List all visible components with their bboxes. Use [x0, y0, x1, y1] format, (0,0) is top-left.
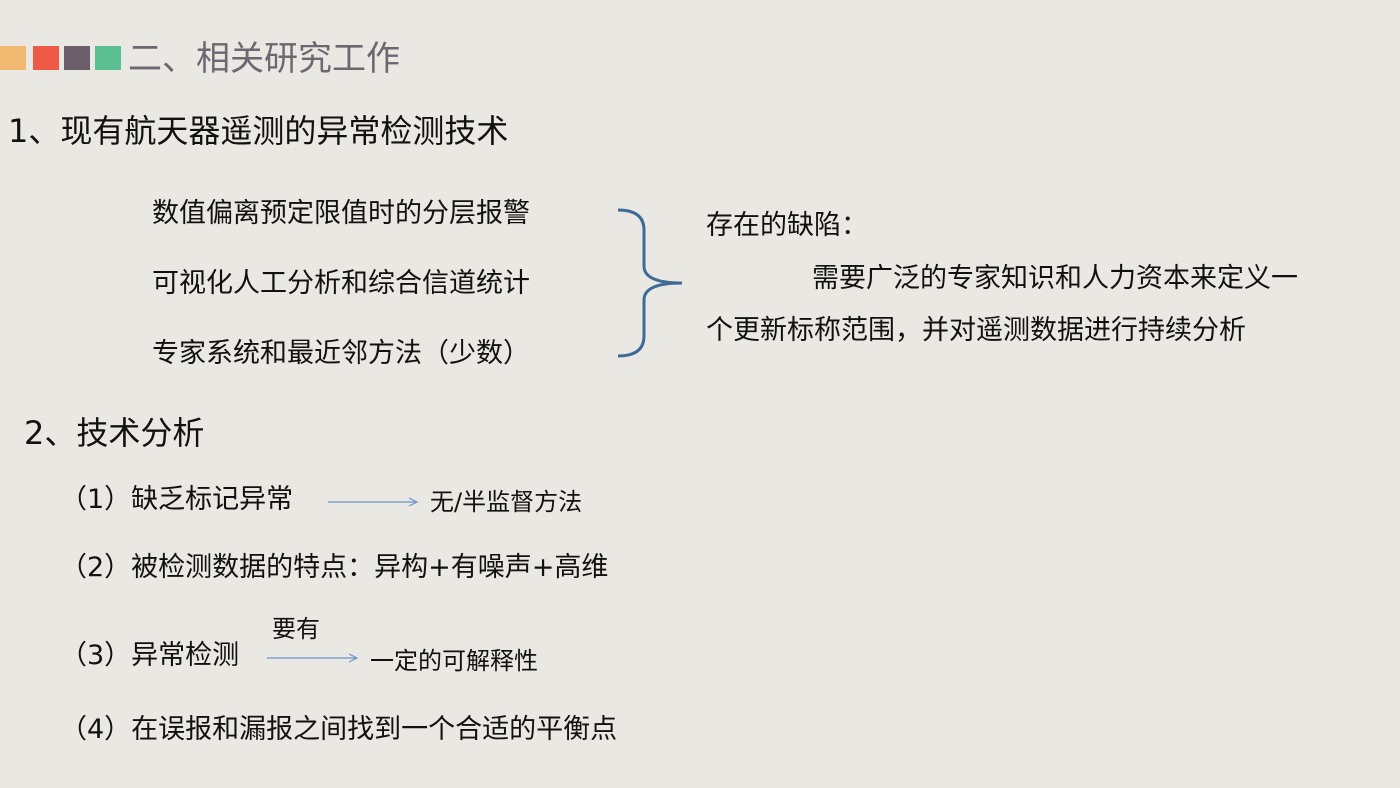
- right-brace-icon: [617, 208, 683, 358]
- analysis-point-3-arrow-label: 要有: [272, 615, 320, 643]
- analysis-point-1-result: 无/半监督方法: [430, 488, 583, 516]
- section1-heading: 1、现有航天器遥测的异常检测技术: [8, 112, 509, 150]
- method-item-2: 可视化人工分析和综合信道统计: [152, 268, 530, 299]
- defect-line-2: 个更新标称范围，并对遥测数据进行持续分析: [706, 315, 1246, 346]
- analysis-point-3: （3）异常检测: [60, 640, 240, 671]
- header-square-green: [95, 46, 121, 70]
- defect-line-1: 需要广泛的专家知识和人力资本来定义一: [812, 263, 1298, 294]
- section2-heading: 2、技术分析: [24, 414, 205, 452]
- header-square-purple: [64, 46, 90, 70]
- defect-label: 存在的缺陷：: [706, 210, 868, 241]
- method-item-1: 数值偏离预定限值时的分层报警: [152, 198, 530, 229]
- analysis-point-1: （1）缺乏标记异常: [60, 484, 294, 515]
- header-square-red: [33, 46, 59, 70]
- analysis-point-3-result: 一定的可解释性: [370, 647, 538, 675]
- arrow-1-icon: [328, 497, 419, 507]
- analysis-point-4: （4）在误报和漏报之间找到一个合适的平衡点: [60, 714, 618, 745]
- header-square-orange: [0, 46, 26, 70]
- slide-title: 二、相关研究工作: [128, 39, 400, 79]
- analysis-point-2: （2）被检测数据的特点：异构+有噪声+高维: [60, 552, 609, 583]
- method-item-3: 专家系统和最近邻方法（少数）: [152, 338, 530, 369]
- arrow-2-icon: [267, 653, 359, 663]
